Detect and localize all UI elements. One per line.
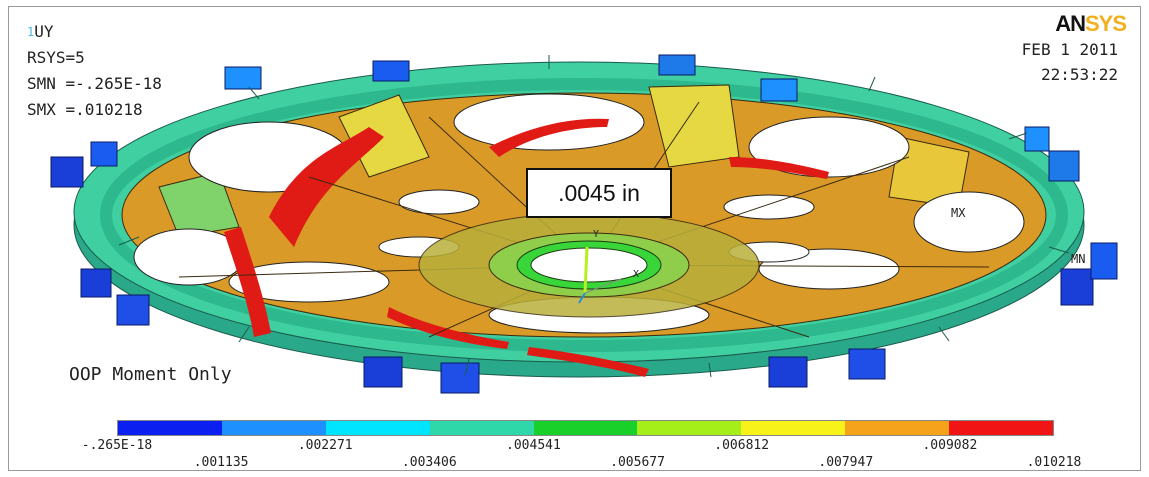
smn-label: SMN =-.265E-18: [27, 74, 162, 93]
contour-legend: [117, 420, 1054, 436]
legend-swatch: [637, 421, 742, 435]
smx-label: SMX =.010218: [27, 100, 143, 119]
hub-hole: [530, 247, 648, 283]
axis-triad: [578, 246, 622, 304]
web-zone-yellow: [648, 84, 740, 168]
deflection-callout: .0045 in: [526, 168, 672, 218]
web-zone-green: [158, 171, 240, 238]
legend-swatch: [741, 421, 846, 435]
window-number: 1: [27, 25, 35, 39]
legend-swatch: [429, 421, 534, 435]
axis-x-label: X: [633, 269, 639, 280]
cutout: [748, 116, 910, 178]
cutout: [398, 189, 480, 215]
date-label: FEB 1 2011: [1021, 40, 1118, 59]
legend-tick-label: .009082: [922, 438, 978, 453]
legend-swatch: [118, 421, 222, 435]
mn-marker: MN: [1071, 252, 1085, 266]
legend-tick-label: .001135: [193, 455, 249, 470]
legend-tick-label: .010218: [1026, 455, 1082, 470]
rsys-label: RSYS=5: [27, 48, 85, 67]
legend-swatch: [533, 421, 638, 435]
red-band: [527, 347, 649, 377]
ring-segments: [118, 55, 1070, 378]
red-band: [387, 307, 509, 349]
red-band: [489, 118, 609, 157]
legend-swatch: [845, 421, 950, 435]
result-info-block: 1UY RSYS=5 SMN =-.265E-18 SMX =.010218: [27, 19, 162, 123]
red-band: [269, 127, 384, 247]
fea-contour-model: MX MN Y X: [50, 54, 1118, 394]
cutout: [723, 194, 815, 220]
load-case-caption: OOP Moment Only: [69, 364, 232, 385]
red-band: [729, 157, 829, 179]
time-label: 22:53:22: [1040, 65, 1118, 84]
red-band: [224, 227, 271, 337]
plot-window: MX MN Y X 1UY RSYS=5 SMN =-.265E-18 SMX …: [8, 6, 1141, 471]
legend-tick-label: .003406: [401, 455, 457, 470]
legend-tick-label: .002271: [297, 438, 353, 453]
ansys-logo: ANSYS: [1055, 11, 1127, 36]
timestamp: FEB 1 2011 22:53:22: [1022, 37, 1118, 87]
cutout: [913, 191, 1025, 253]
cutout: [453, 93, 645, 151]
legend-tick-label: .006812: [714, 438, 770, 453]
legend-swatch: [221, 421, 326, 435]
axis-y-label: Y: [593, 229, 599, 240]
legend-tick-label: .004541: [506, 438, 561, 453]
legend-tick-label: .005677: [610, 455, 665, 470]
ring-inner-edge: [100, 78, 1068, 352]
mx-marker: MX: [951, 206, 966, 220]
result-quantity: UY: [34, 22, 54, 41]
legend-swatch: [325, 421, 430, 435]
legend-tick-label: -.265E-18: [81, 438, 153, 453]
clamp-blocks: [50, 54, 1118, 394]
legend-tick-label: .007947: [818, 455, 874, 470]
legend-swatch: [949, 421, 1054, 435]
